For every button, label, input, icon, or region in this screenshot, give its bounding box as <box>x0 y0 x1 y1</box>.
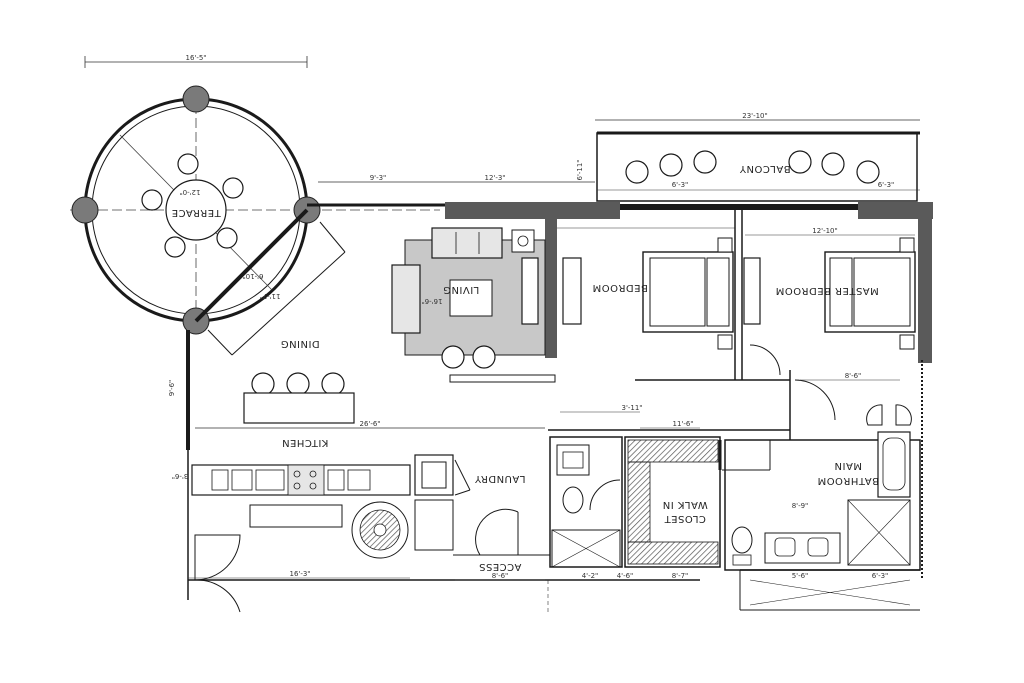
balcony-dim-b: 6'-3" <box>878 181 895 189</box>
bottom-dim-6: 5'-6" <box>792 572 809 580</box>
left-small-dim: 3'-6" <box>172 472 189 480</box>
terrace-width-dim: 16'-5" <box>185 54 206 62</box>
dining-diagonal-wall: 11'-7" 6'-10" <box>194 208 346 356</box>
closet-label-2: CLOSET <box>664 513 706 524</box>
closet-label-1: WALK IN <box>662 499 707 510</box>
closet-width-dim: 8'-9" <box>792 502 809 510</box>
top-dim-2: 12'-3" <box>484 174 505 182</box>
master-bedroom: 12'-10" MASTER BEDROOM <box>745 227 916 350</box>
balcony-dim-a: 6'-3" <box>672 181 689 189</box>
balcony-label: BALCONY <box>739 163 791 174</box>
top-dim-1: 9'-3" <box>370 174 387 182</box>
main-bathroom: MAIN BATHROOM 8'-9" <box>724 404 921 571</box>
terrace-room-dim: 12'-0" <box>179 188 200 196</box>
bath-width-dim: 8'-6" <box>845 372 862 380</box>
bottom-dim-7: 6'-3" <box>872 572 889 580</box>
hall-dim-b: 11'-6" <box>672 420 693 428</box>
hall-dim-a: 3'-11" <box>621 404 642 412</box>
balcony-width-dim: 23'-10" <box>742 112 767 120</box>
main-bath-label-2: BATHROOM <box>817 475 879 486</box>
bottom-dim-4: 4'-6" <box>617 572 634 580</box>
dining-label: DINING <box>280 338 319 349</box>
bedroom-label: BEDROOM <box>592 282 648 293</box>
dining-diagonal-dim: 11'-7" <box>259 292 280 300</box>
access-label: ACCESS <box>479 561 522 572</box>
laundry-access: LAUNDRY ACCESS <box>414 454 550 572</box>
living-label: LIVING <box>443 284 480 295</box>
left-height-dim: 9'-6" <box>168 380 176 397</box>
bottom-dim-1: 16'-3" <box>289 570 310 578</box>
balcony-depth-dim: 6'-11" <box>576 159 584 180</box>
hallway: 3'-11" 11'-6" 8'-6" <box>548 370 900 440</box>
dining-kitchen: DINING 26'-6" KITCHEN 3'-6" 9'-6" <box>168 338 545 613</box>
terrace-label: TERRACE <box>171 207 221 218</box>
master-width-dim: 12'-10" <box>812 227 837 235</box>
walk-in-closet: WALK IN CLOSET <box>624 436 771 568</box>
bottom-dimensions: 16'-3" 8'-6" 4'-2" 4'-6" 8'-7" 5'-6" 6'-… <box>188 570 888 612</box>
exterior-walls <box>186 202 933 611</box>
top-dimensions: 9'-3" 12'-3" 23'-10" 6'-11" <box>318 112 920 183</box>
terrace: 16'-5" TERRACE 12'-0" <box>70 54 440 335</box>
bottom-dim-2: 8'-6" <box>492 572 509 580</box>
bottom-dim-5: 8'-7" <box>672 572 689 580</box>
laundry-label: LAUNDRY <box>474 473 525 484</box>
door-diagonal-dim: 6'-10" <box>242 272 263 280</box>
main-bath-label-1: MAIN <box>834 460 862 471</box>
kitchen-width-dim: 26'-6" <box>359 420 380 428</box>
balcony: BALCONY 6'-3" 6'-3" <box>596 131 920 202</box>
living-dim: 16'-6" <box>421 297 442 305</box>
plant <box>351 501 409 559</box>
kitchen-label: KITCHEN <box>282 437 329 448</box>
terrace-table <box>141 153 244 258</box>
bottom-dim-3: 4'-2" <box>582 572 599 580</box>
master-bedroom-label: MASTER BEDROOM <box>775 285 879 296</box>
bedroom: BEDROOM <box>557 210 790 381</box>
living-room: LIVING 16'-6" <box>391 227 556 383</box>
bathroom <box>549 436 623 568</box>
